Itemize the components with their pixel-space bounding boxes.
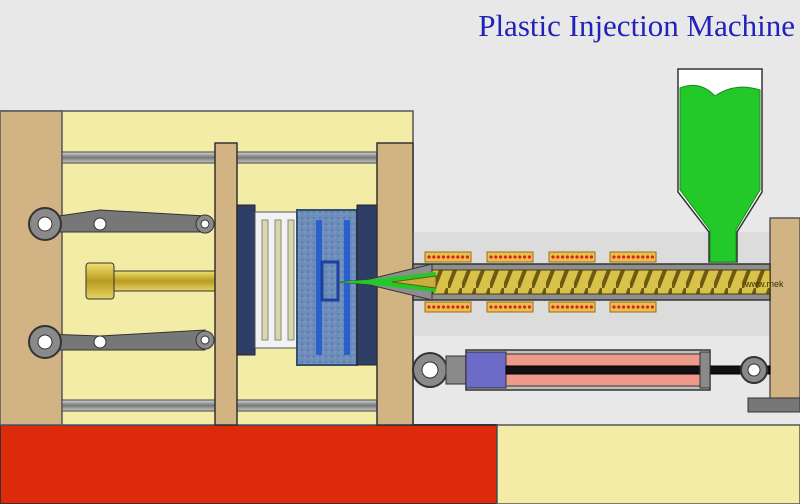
heater-dot — [513, 305, 517, 309]
injection-foot — [747, 397, 800, 413]
diagram-title: Plastic Injection Machine — [478, 8, 795, 43]
heater-dot — [626, 255, 631, 259]
clamping-ram — [85, 262, 235, 300]
heater-dot — [617, 305, 621, 309]
heater-dot — [626, 305, 631, 309]
heater-dot — [551, 305, 555, 309]
heater-dot — [650, 255, 655, 259]
heater-dot — [451, 305, 455, 309]
heater-dot — [461, 305, 465, 309]
heater-dot — [451, 255, 455, 259]
moving-platen — [214, 142, 238, 426]
heater-dot — [612, 255, 616, 259]
heater-dot — [551, 255, 555, 259]
heater-dot — [556, 305, 560, 309]
heater-dot — [503, 255, 507, 259]
heater-dot — [580, 255, 584, 259]
heater-dot — [570, 255, 574, 259]
heater-dot — [565, 255, 570, 259]
heater-dot — [631, 305, 635, 309]
heater-dot — [441, 255, 445, 259]
mold-stationary-half — [296, 204, 378, 366]
heater-dot — [523, 255, 527, 259]
heater-dot — [465, 305, 469, 309]
reciprocating-screw — [431, 269, 771, 295]
clamp-end-block — [0, 110, 63, 426]
heater-dot — [441, 305, 445, 309]
heater-dot — [631, 255, 635, 259]
heater-dot — [527, 305, 532, 309]
heater-dot — [513, 255, 517, 259]
heater-dot — [622, 255, 626, 259]
heater-dot — [636, 255, 640, 259]
heater-dot — [489, 305, 493, 309]
heater-dot — [499, 255, 503, 259]
heater-dot — [437, 305, 441, 309]
heater-dot — [489, 255, 493, 259]
heater-dot — [461, 255, 465, 259]
plastic-pellets — [679, 84, 761, 263]
heater-coil-dots — [427, 255, 655, 309]
heater-dot — [580, 305, 584, 309]
injection-unit-base — [496, 424, 800, 504]
heater-dot — [575, 255, 579, 259]
heater-dot — [646, 255, 650, 259]
heater-dot — [641, 255, 645, 259]
heater-dot — [446, 305, 450, 309]
heater-dot — [456, 255, 460, 259]
heater-dot — [589, 255, 594, 259]
heater-dot — [575, 305, 579, 309]
heater-dot — [622, 305, 626, 309]
toggle-linkage-bottom — [28, 325, 215, 359]
heater-dot — [499, 305, 503, 309]
heater-dot — [494, 305, 498, 309]
heater-dot — [646, 305, 650, 309]
heater-dot — [617, 255, 621, 259]
heater-dot — [446, 255, 450, 259]
heater-dot — [650, 305, 655, 309]
heater-dot — [570, 305, 574, 309]
heater-dot — [585, 305, 589, 309]
heater-dot — [432, 255, 436, 259]
toggle-linkage-top — [28, 207, 215, 241]
heater-dot — [437, 255, 441, 259]
heater-dot — [565, 305, 570, 309]
heater-dot — [427, 255, 431, 259]
heater-dot — [508, 305, 512, 309]
hydraulic-cylinder — [412, 349, 771, 391]
heater-dot — [636, 305, 640, 309]
heater-dot — [432, 305, 436, 309]
heater-dot — [518, 305, 522, 309]
machine-base — [0, 424, 498, 504]
heater-dot — [494, 255, 498, 259]
barrel-marking: www.mek — [744, 279, 784, 289]
heater-dot — [641, 305, 645, 309]
heater-dot — [561, 255, 565, 259]
heater-dot — [427, 305, 431, 309]
mold-moving-half — [236, 204, 298, 356]
heater-dot — [456, 305, 460, 309]
injection-end-block — [769, 217, 800, 404]
heater-dot — [518, 255, 522, 259]
heater-dot — [508, 255, 512, 259]
heater-dot — [585, 255, 589, 259]
heater-dot — [561, 305, 565, 309]
hopper — [677, 68, 763, 263]
injection-nozzle — [336, 263, 437, 301]
heater-dot — [503, 305, 507, 309]
heater-dot — [612, 305, 616, 309]
heater-dot — [556, 255, 560, 259]
heater-dot — [523, 305, 527, 309]
heater-dot — [465, 255, 469, 259]
heater-dot — [527, 255, 532, 259]
heater-dot — [589, 305, 594, 309]
